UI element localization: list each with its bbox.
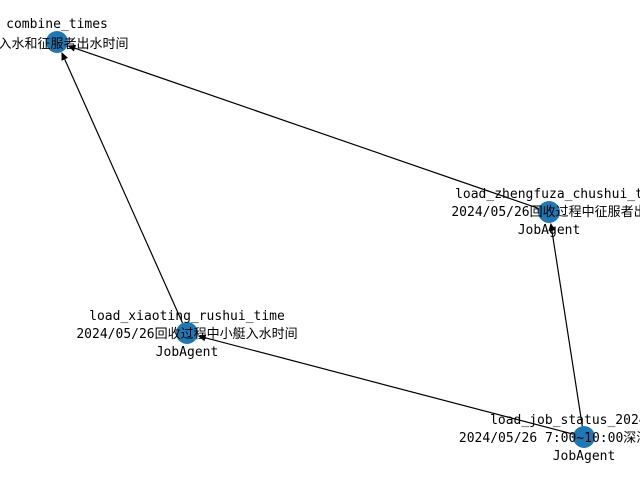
node-label-combine-line-0: combine_times: [6, 17, 108, 32]
node-label-combine-line-1: 艇入水和征服者出水时间: [0, 37, 129, 52]
nodes-layer: [46, 31, 595, 448]
arrowhead-xiaoting-to-combine: [61, 52, 68, 61]
labels-layer: combine_times 艇入水和征服者出水时间 load_zhengfuza_c…: [0, 17, 640, 464]
edge-zhengfuza-to-combine: [72, 46, 539, 209]
arrowhead-zhengfuza-to-combine: [67, 44, 77, 52]
node-label-status-line-1: 2024/05/26 7:00~10:00深海作业A布放: [459, 431, 640, 446]
edges-layer: [61, 44, 583, 435]
node-label-status-line-2: JobAgent: [553, 449, 616, 464]
node-xiaoting[interactable]: [176, 322, 198, 344]
node-status[interactable]: [573, 426, 595, 448]
node-label-zhengfuza-line-2: JobAgent: [518, 223, 581, 238]
edge-status-to-zhengfuza: [551, 228, 583, 427]
node-label-status-line-0: load_job_status_20240526: [490, 413, 640, 428]
edge-xiaoting-to-combine: [63, 57, 184, 324]
node-label-xiaoting-line-0: load_xiaoting_rushui_time: [89, 309, 285, 324]
node-label-xiaoting-line-2: JobAgent: [156, 345, 219, 360]
edge-status-to-xiaoting: [203, 336, 574, 435]
node-label-zhengfuza-line-0: load_zhengfuza_chushui_t: [455, 187, 640, 202]
node-label-zhengfuza-line-1: 2024/05/26回收过程中征服者出: [451, 205, 640, 220]
arrowhead-status-to-zhengfuza: [548, 222, 556, 232]
node-combine[interactable]: [46, 31, 68, 53]
node-zhengfuza[interactable]: [538, 201, 560, 223]
node-label-xiaoting-line-1: 2024/05/26回收过程中小艇入水时间: [76, 327, 297, 342]
arrowhead-status-to-xiaoting: [197, 334, 207, 342]
